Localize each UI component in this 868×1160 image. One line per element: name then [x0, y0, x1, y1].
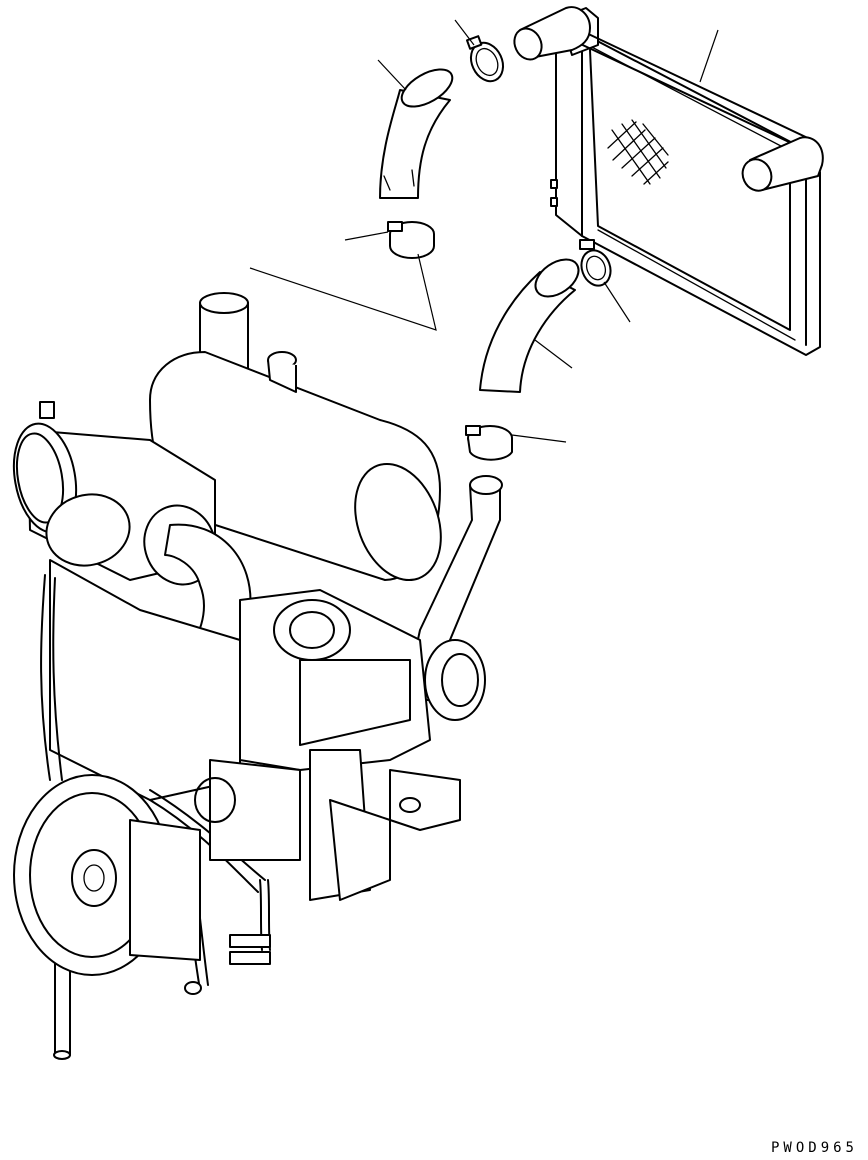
hose-clamp-upper[interactable] [465, 35, 509, 86]
core-mesh-mark [607, 119, 669, 185]
turbocharger [273, 599, 351, 661]
leader-line-clamp-middle [344, 231, 389, 241]
leader-line-clamp-lower [511, 434, 567, 443]
leader-line-hose-upper [377, 59, 407, 91]
engine-assembly [12, 292, 503, 1060]
hose-clamp-lower[interactable] [465, 425, 513, 461]
leader-line-shared [249, 253, 437, 331]
hose-clamp-core[interactable] [577, 239, 616, 290]
aftercooler-core[interactable] [509, 6, 824, 356]
leader-line-hose-lower [534, 339, 573, 369]
drawing-code: PWOD965 [770, 1140, 858, 1156]
intake-hose-upper[interactable] [379, 62, 458, 199]
leader-line-clamp-upper [454, 19, 475, 46]
leader-line-core [699, 29, 719, 83]
hose-clamp-middle[interactable] [387, 221, 435, 259]
intake-hose-lower[interactable] [479, 252, 585, 393]
leader-line-clamp-core [603, 281, 631, 323]
